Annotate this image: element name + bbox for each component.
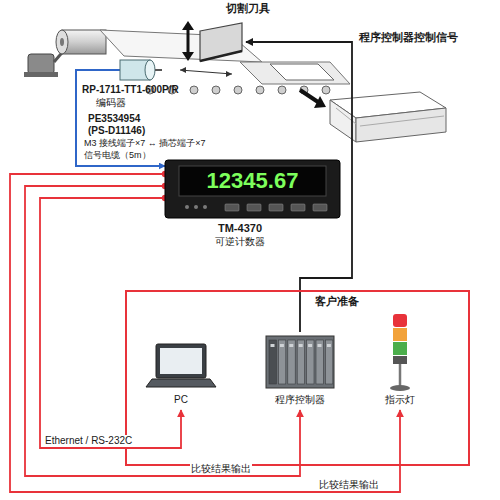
output-arrow [300, 90, 326, 108]
counter-device: 12345.67TM-4370可逆计数器 [165, 160, 340, 218]
node-text: 编码器 [96, 97, 126, 109]
node-title: 指示灯 [372, 394, 428, 406]
length-dimension [180, 67, 232, 77]
pc-box: PC [146, 338, 216, 410]
signal-connector [40, 198, 181, 448]
cut-motion-arrow [182, 21, 194, 61]
region-border [126, 291, 469, 465]
connector-label: 比较结果输出 [190, 463, 252, 475]
signal-connector [25, 186, 300, 476]
node-shape [196, 22, 246, 62]
plc-box: 程序控制器 [262, 332, 338, 410]
indicator-lamp-box: 指示灯 [372, 312, 428, 410]
cutter-blade [200, 23, 242, 61]
cable-label: (PS-D11146) [88, 125, 145, 137]
stacked-sheets [330, 92, 446, 142]
node-title: RP-1711-TT1-600P/R [82, 84, 179, 96]
encoder-box: RP-1711-TT1-600P/R编码器 [82, 58, 194, 110]
plc-rack-icon [266, 336, 334, 388]
paper-roll [56, 30, 106, 54]
node-title: 切割刀具 [226, 2, 270, 15]
cutter-blade-box: 切割刀具 [196, 22, 246, 62]
connector-label: 程序控制器控制信号 [358, 31, 459, 44]
customer-region: PC 程序控制器 指示灯 客户准备 [125, 290, 470, 466]
signal-tower-icon [390, 314, 410, 391]
connector-label: 比较结果输出 [318, 479, 380, 491]
node-title: 12345.67 [165, 168, 340, 193]
encoder-body [82, 60, 162, 80]
conveyor [240, 62, 350, 84]
laptop-icon [146, 344, 216, 387]
cable-label: M3 接线端子×7 ↔ 插芯端子×7 [84, 138, 206, 148]
node-text: 可逆计数器 [195, 236, 285, 248]
node-title: PC [146, 394, 216, 406]
signal-connector [10, 174, 400, 492]
node-title: 程序控制器 [262, 394, 338, 406]
cable-label: PE3534954 [88, 113, 140, 125]
node-text: TM-4370 [195, 222, 285, 235]
connector-label: Ethernet / RS-232C [44, 435, 133, 447]
cable-label: 信号电缆（5m） [84, 150, 151, 160]
node-title: 客户准备 [315, 295, 359, 308]
counter-housing [165, 160, 340, 218]
